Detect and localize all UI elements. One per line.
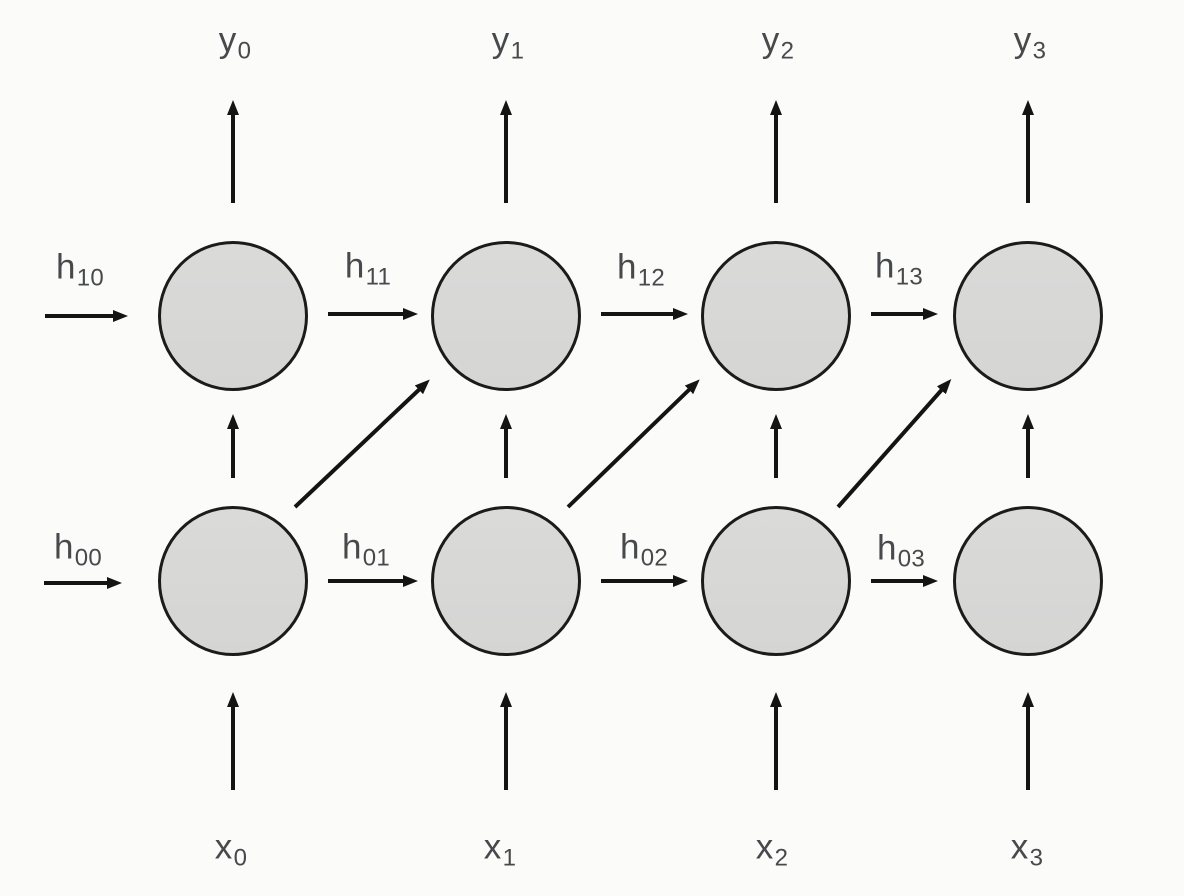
edge-diag-t1-t2 bbox=[566, 379, 700, 509]
label-h03: h03 bbox=[876, 528, 926, 573]
label-x3: x3 bbox=[1010, 827, 1044, 872]
node-layer0-step2 bbox=[701, 506, 851, 656]
node-layer1-step0 bbox=[158, 241, 308, 391]
label-h12: h12 bbox=[616, 247, 666, 292]
label-h01: h01 bbox=[341, 527, 391, 572]
label-y0: y0 bbox=[218, 20, 252, 65]
label-h02: h02 bbox=[619, 527, 669, 572]
node-layer1-step1 bbox=[431, 241, 581, 391]
node-layer1-step3 bbox=[953, 241, 1103, 391]
label-x2: x2 bbox=[755, 827, 789, 872]
label-x1: x1 bbox=[483, 827, 517, 872]
label-y3: y3 bbox=[1013, 20, 1047, 65]
label-y2: y2 bbox=[761, 20, 795, 65]
edge-diag-t2-t3 bbox=[836, 379, 952, 509]
node-layer1-step2 bbox=[701, 241, 851, 391]
label-x0: x0 bbox=[214, 827, 248, 872]
node-layer0-step3 bbox=[953, 506, 1103, 656]
node-layer0-step0 bbox=[158, 506, 308, 656]
label-h00: h00 bbox=[53, 527, 103, 572]
label-y1: y1 bbox=[491, 20, 525, 65]
edge-diag-t0-t1 bbox=[293, 379, 430, 509]
label-h13: h13 bbox=[874, 246, 924, 291]
node-layer0-step1 bbox=[431, 506, 581, 656]
label-h11: h11 bbox=[344, 246, 392, 291]
label-h10: h10 bbox=[55, 247, 105, 292]
